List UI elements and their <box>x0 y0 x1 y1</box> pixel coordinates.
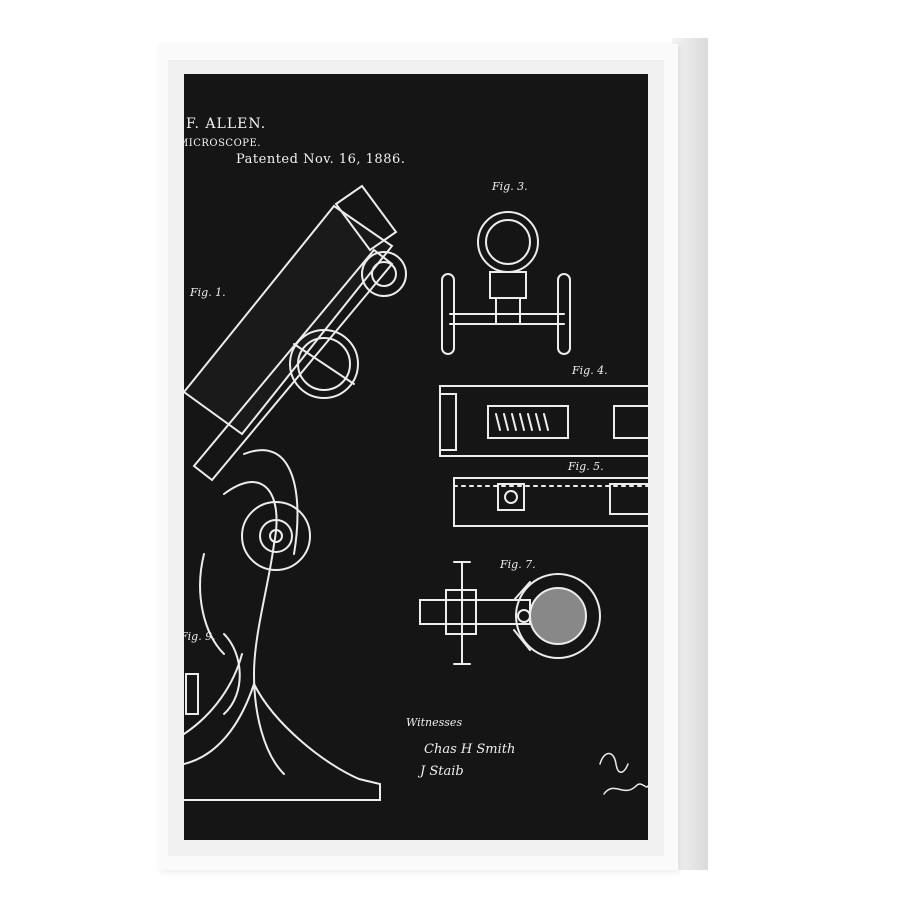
patent-inventor: F. ALLEN. <box>186 116 267 132</box>
signature-scribbles <box>599 752 648 795</box>
microscope-tube <box>184 184 407 482</box>
patent-drawing <box>184 184 648 801</box>
fig9-partial <box>185 633 241 715</box>
patent-title: MICROSCOPE. <box>184 138 261 149</box>
fig9-label: Fig. 9. <box>184 630 216 643</box>
witness-signature-1: Chas H Smith <box>424 742 516 757</box>
fig1-label: Fig. 1. <box>190 286 226 299</box>
fig3-label: Fig. 3. <box>492 180 528 193</box>
microscope-base <box>184 653 381 801</box>
fig5-drawing <box>453 477 648 527</box>
witnesses-label: Witnesses <box>406 716 463 729</box>
patent-date: Patented Nov. 16, 1886. <box>236 152 406 167</box>
patent-print: F. ALLEN. MICROSCOPE. Patented Nov. 16, … <box>184 74 648 840</box>
fig4-label: Fig. 4. <box>572 364 608 377</box>
microscope-arm <box>199 449 311 775</box>
fig4-drawing <box>439 385 648 457</box>
fig7-drawing <box>419 561 601 665</box>
fig7-label: Fig. 7. <box>500 558 536 571</box>
witness-signature-2: J Staib <box>420 764 464 779</box>
fig5-label: Fig. 5. <box>568 460 604 473</box>
focus-wheel <box>289 329 359 399</box>
frame-side-edge <box>672 38 708 870</box>
fig3-drawing <box>441 211 571 355</box>
